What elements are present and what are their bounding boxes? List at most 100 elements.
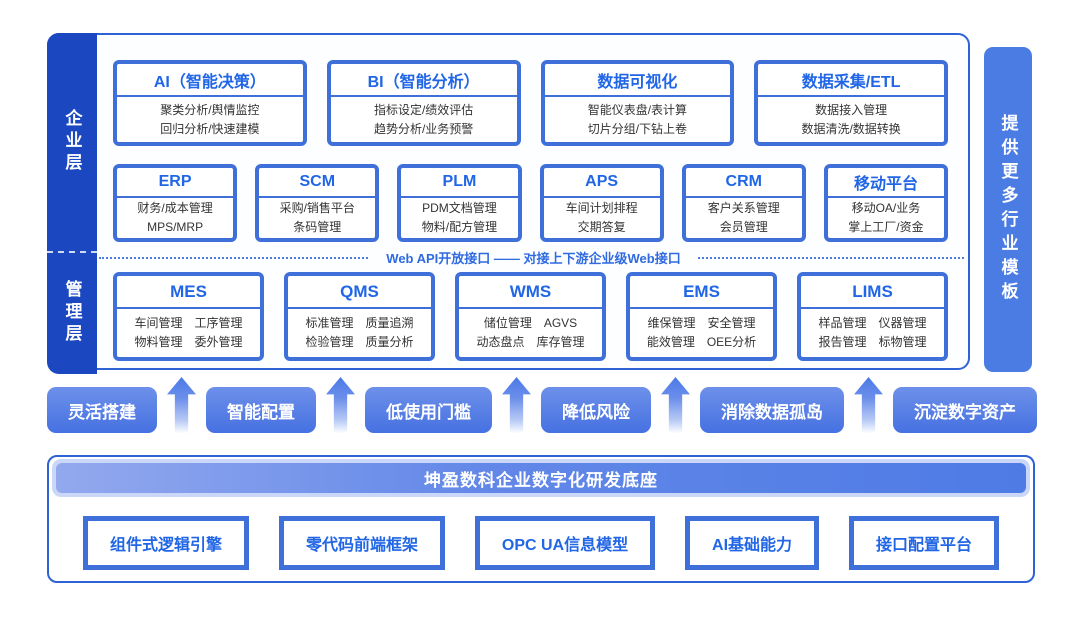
module-desc-line: MPS/MRP	[147, 220, 204, 234]
module-desc: 储位管理 AGVS 动态盘点 库存管理	[459, 309, 602, 357]
benefit-pill-low-threshold: 低使用门槛	[365, 387, 492, 433]
module-desc-line: 车间管理 工序管理	[134, 316, 243, 331]
foundation-item-zero-code-frontend: 零代码前端框架	[278, 516, 445, 570]
foundation-item-ai-capability: AI基础能力	[685, 516, 820, 570]
up-arrow-icon	[167, 377, 196, 433]
benefits-row: 灵活搭建 智能配置 低使用门槛 降低风险 消除数据孤岛 沉淀数字资产	[47, 376, 1037, 433]
foundation-title: 坤盈数科企业数字化研发底座	[56, 463, 1026, 493]
module-card-ems: EMS 维保管理 安全管理 能效管理 OEE分析	[626, 272, 777, 361]
module-desc-line: 条码管理	[293, 220, 342, 234]
module-title: LIMS	[801, 276, 944, 309]
up-arrow-icon	[502, 377, 531, 433]
module-desc-line: 物料管理 委外管理	[134, 335, 243, 349]
module-title: CRM	[685, 168, 802, 198]
module-card-bi: BI（智能分析） 指标设定/绩效评估 趋势分析/业务预警	[326, 60, 521, 146]
module-desc-line: 移动OA/业务	[851, 201, 921, 216]
module-title: SCM	[259, 168, 376, 198]
module-desc-line: 能效管理 OEE分析	[646, 335, 757, 349]
module-title: BI（智能分析）	[330, 64, 517, 97]
module-title: EMS	[630, 276, 773, 309]
module-desc-line: 趋势分析/业务预警	[373, 121, 474, 136]
foundation-item-opc-ua-model: OPC UA信息模型	[474, 516, 656, 570]
module-card-erp: ERP 财务/成本管理 MPS/MRP	[113, 164, 238, 242]
module-desc-line: 样品管理 仪器管理	[818, 316, 927, 331]
module-desc: 维保管理 安全管理 能效管理 OEE分析	[630, 309, 773, 357]
module-title: 数据可视化	[544, 64, 731, 97]
module-card-scm: SCM 采购/销售平台 条码管理	[255, 164, 380, 242]
module-desc: 智能仪表盘/表计算 切片分组/下钻上卷	[545, 97, 731, 142]
module-desc-line: 客户关系管理	[707, 201, 780, 216]
foundation-panel: 坤盈数科企业数字化研发底座 组件式逻辑引擎 零代码前端框架 OPC UA信息模型…	[47, 455, 1035, 583]
module-desc-line: 聚类分析/舆情监控	[160, 102, 260, 117]
module-title: QMS	[288, 276, 431, 309]
benefit-pill-digital-assets: 沉淀数字资产	[893, 387, 1037, 433]
web-api-divider-label: Web API开放接口 —— 对接上下游企业级Web接口	[370, 247, 697, 267]
enterprise-layer-segment: 企业层	[47, 33, 97, 253]
layer-sidebar: 企业层 管理层	[47, 33, 97, 374]
module-desc-line: 数据接入管理	[815, 102, 888, 117]
module-card-lims: LIMS 样品管理 仪器管理 报告管理 标物管理	[797, 272, 948, 361]
module-desc-line: 检验管理 质量分析	[305, 335, 414, 349]
module-desc: 样品管理 仪器管理 报告管理 标物管理	[801, 309, 944, 357]
foundation-items: 组件式逻辑引擎 零代码前端框架 OPC UA信息模型 AI基础能力 接口配置平台	[49, 516, 1033, 570]
benefit-pill-eliminate-silos: 消除数据孤岛	[700, 387, 844, 433]
web-api-divider: Web API开放接口 —— 对接上下游企业级Web接口	[99, 247, 968, 267]
module-title: WMS	[459, 276, 602, 309]
module-desc: 车间计划排程 交期答复	[544, 198, 660, 238]
module-title: MES	[117, 276, 260, 309]
module-desc-line: 财务/成本管理	[137, 201, 213, 216]
module-card-qms: QMS 标准管理 质量追溯 检验管理 质量分析	[284, 272, 435, 361]
main-panel: 企业层 管理层 AI（智能决策） 聚类分析/舆情监控 回归分析/快速建模 BI（…	[47, 33, 970, 374]
module-desc: 数据接入管理 数据清洗/数据转换	[758, 97, 944, 142]
module-desc: PDM文档管理 物料/配方管理	[401, 198, 517, 238]
benefit-pill-smart-config: 智能配置	[206, 387, 316, 433]
module-desc-line: 掌上工厂/资金	[848, 220, 924, 234]
module-desc: 财务/成本管理 MPS/MRP	[117, 198, 233, 238]
module-title: ERP	[117, 168, 234, 198]
module-desc: 标准管理 质量追溯 检验管理 质量分析	[288, 309, 431, 357]
module-desc-line: 动态盘点 库存管理	[476, 335, 585, 349]
module-title: PLM	[401, 168, 518, 198]
up-arrow-icon	[326, 377, 355, 433]
module-card-data-visualization: 数据可视化 智能仪表盘/表计算 切片分组/下钻上卷	[540, 60, 735, 146]
module-title: 数据采集/ETL	[758, 64, 944, 97]
module-desc-line: 车间计划排程	[565, 201, 638, 216]
module-desc-line: 切片分组/下钻上卷	[587, 121, 688, 136]
enterprise-row-analytics: AI（智能决策） 聚类分析/舆情监控 回归分析/快速建模 BI（智能分析） 指标…	[113, 60, 948, 146]
module-desc: 移动OA/业务 掌上工厂/资金	[828, 198, 944, 238]
module-desc-line: 标准管理 质量追溯	[305, 316, 414, 331]
module-card-ai: AI（智能决策） 聚类分析/舆情监控 回归分析/快速建模	[113, 60, 307, 146]
module-desc-line: 交期答复	[577, 220, 626, 234]
module-desc: 聚类分析/舆情监控 回归分析/快速建模	[117, 97, 303, 142]
module-desc: 指标设定/绩效评估 趋势分析/业务预警	[331, 97, 517, 142]
module-desc: 客户关系管理 会员管理	[686, 198, 802, 238]
benefit-pill-flexible-build: 灵活搭建	[47, 387, 157, 433]
module-title: AI（智能决策）	[117, 64, 303, 97]
module-desc-line: 物料/配方管理	[421, 220, 498, 234]
module-card-crm: CRM 客户关系管理 会员管理	[681, 164, 806, 242]
management-layer-label: 管理层	[62, 280, 82, 347]
module-card-wms: WMS 储位管理 AGVS 动态盘点 库存管理	[455, 272, 606, 361]
module-desc: 车间管理 工序管理 物料管理 委外管理	[117, 309, 260, 357]
module-desc-line: 回归分析/快速建模	[160, 121, 260, 136]
module-desc-line: 采购/销售平台	[279, 201, 355, 216]
module-desc: 采购/销售平台 条码管理	[259, 198, 375, 238]
module-card-mobile-platform: 移动平台 移动OA/业务 掌上工厂/资金	[823, 164, 949, 242]
benefit-pill-reduce-risk: 降低风险	[541, 387, 651, 433]
management-row-execution: MES 车间管理 工序管理 物料管理 委外管理 QMS 标准管理 质量追溯 检验…	[113, 272, 948, 361]
foundation-item-api-config-platform: 接口配置平台	[848, 516, 999, 570]
foundation-item-logic-engine: 组件式逻辑引擎	[83, 516, 250, 570]
module-desc-line: 报告管理 标物管理	[818, 335, 927, 349]
module-desc-line: 指标设定/绩效评估	[373, 102, 474, 117]
more-templates-label: 提供更多行业模板	[998, 113, 1018, 306]
module-desc-line: 会员管理	[719, 220, 768, 234]
module-desc-line: 储位管理 AGVS	[483, 316, 578, 331]
enterprise-row-business: ERP 财务/成本管理 MPS/MRP SCM 采购/销售平台 条码管理 PLM…	[113, 164, 949, 242]
up-arrow-icon	[854, 377, 883, 433]
more-templates-bar: 提供更多行业模板	[984, 47, 1032, 372]
module-title: 移动平台	[827, 168, 945, 198]
module-card-plm: PLM PDM文档管理 物料/配方管理	[397, 164, 522, 242]
foundation-header: 坤盈数科企业数字化研发底座	[52, 459, 1030, 497]
module-card-etl: 数据采集/ETL 数据接入管理 数据清洗/数据转换	[754, 60, 948, 146]
